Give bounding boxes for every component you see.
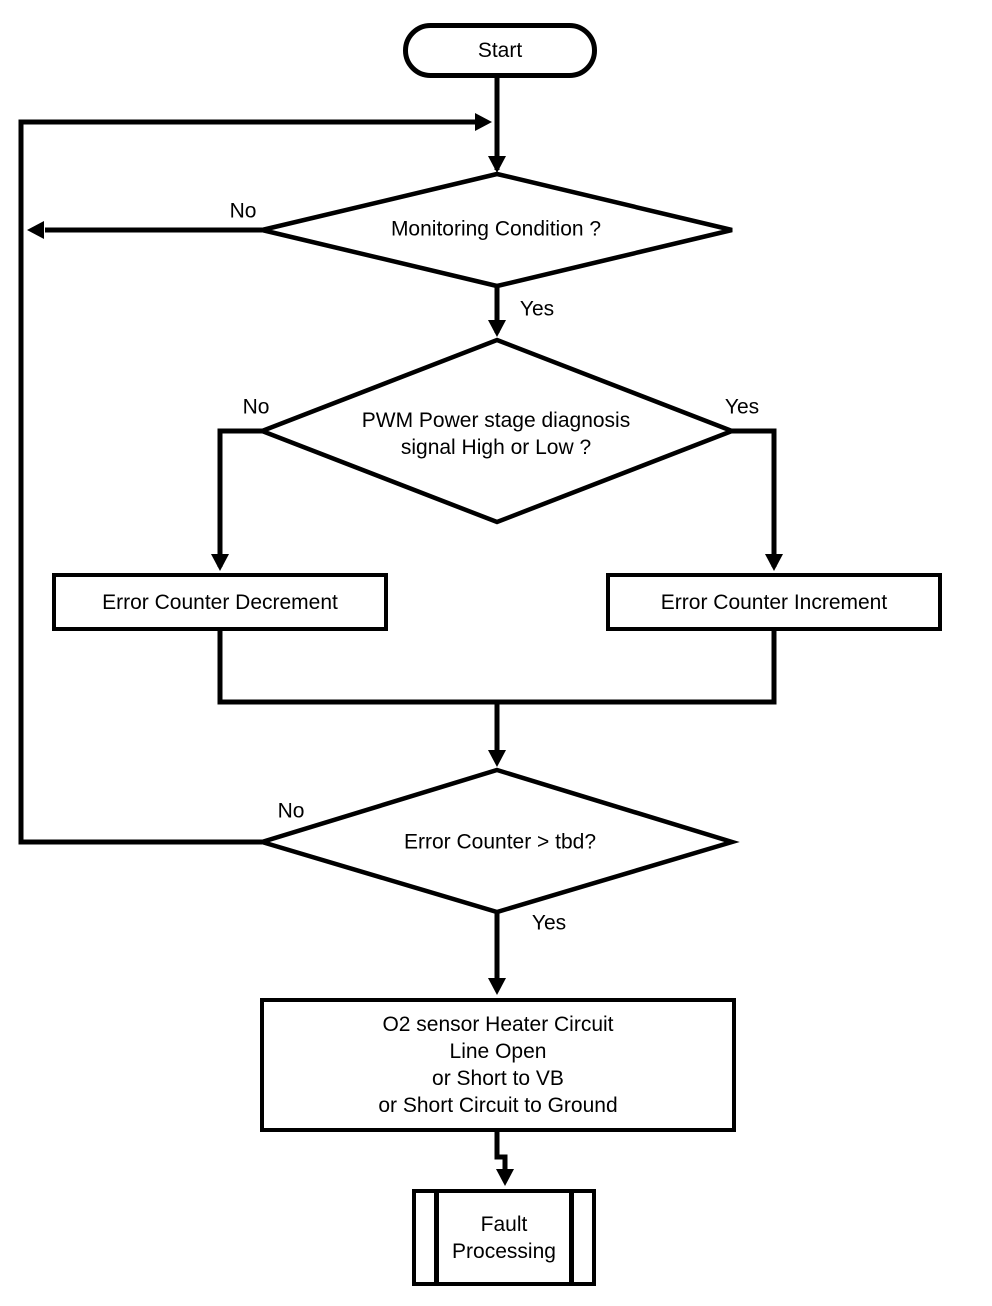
fault-processing-line2: Processing: [452, 1239, 556, 1263]
monitoring-no-label: No: [229, 199, 257, 223]
arrowhead-into-decrement: [211, 554, 229, 571]
fault-processing-line1: Fault: [480, 1212, 528, 1236]
monitoring-yes-label: Yes: [519, 297, 555, 321]
arrowhead-into-processing: [496, 1169, 514, 1186]
arrowhead-into-description: [488, 978, 506, 995]
fault-processing-text: Fault Processing: [452, 1211, 556, 1265]
arrowhead-monitoring-no: [27, 221, 44, 239]
arrowhead-loopback-join: [475, 113, 492, 131]
start-label: Start: [477, 39, 523, 62]
arrowhead-into-monitoring: [488, 156, 506, 173]
decision-pwm-shape: [255, 337, 739, 525]
start-terminator: Start: [403, 23, 597, 78]
fault-description-line4: or Short Circuit to Ground: [378, 1094, 618, 1117]
error-counter-increment-box: Error Counter Increment: [606, 573, 942, 631]
pwm-yes-label: Yes: [724, 395, 760, 419]
arrowhead-into-pwm: [488, 320, 506, 337]
arrowhead-into-increment: [765, 554, 783, 571]
decision-threshold-shape: [254, 767, 740, 915]
threshold-decision-label: Error Counter > tbd?: [403, 830, 597, 854]
fault-processing-right-bar: [569, 1193, 574, 1282]
error-counter-decrement-box: Error Counter Decrement: [52, 573, 388, 631]
threshold-yes-label: Yes: [531, 911, 567, 935]
decision-monitoring-shape: [261, 171, 733, 289]
threshold-no-label: No: [277, 799, 305, 823]
fault-description-line1: O2 sensor Heater Circuit: [382, 1013, 614, 1036]
error-counter-increment-label: Error Counter Increment: [660, 590, 888, 614]
arrowhead-into-threshold: [488, 750, 506, 767]
fault-processing-box: Fault Processing: [412, 1189, 596, 1286]
edge-merge-counters: [217, 631, 777, 705]
fault-processing-left-bar: [434, 1193, 439, 1282]
error-counter-decrement-label: Error Counter Decrement: [102, 590, 338, 614]
fault-description-text: O2 sensor Heater Circuit Line Open or Sh…: [378, 1011, 617, 1119]
edge-description-to-processing: [494, 1132, 508, 1170]
edge-loopback-threshold-no: [18, 119, 481, 845]
edge-pwm-yes: [732, 428, 777, 567]
monitoring-decision-label: Monitoring Condition ?: [390, 217, 602, 241]
fault-description-line3: or Short to VB: [432, 1067, 564, 1090]
fault-description-line2: Line Open: [449, 1040, 547, 1063]
pwm-decision-label-line2: signal High or Low ?: [400, 436, 592, 459]
pwm-decision-label: PWM Power stage diagnosis signal High or…: [362, 407, 630, 461]
pwm-decision-label-line1: PWM Power stage diagnosis: [361, 409, 631, 432]
fault-description-box: O2 sensor Heater Circuit Line Open or Sh…: [260, 998, 736, 1132]
pwm-no-label: No: [242, 395, 270, 419]
edge-pwm-no: [217, 428, 262, 567]
